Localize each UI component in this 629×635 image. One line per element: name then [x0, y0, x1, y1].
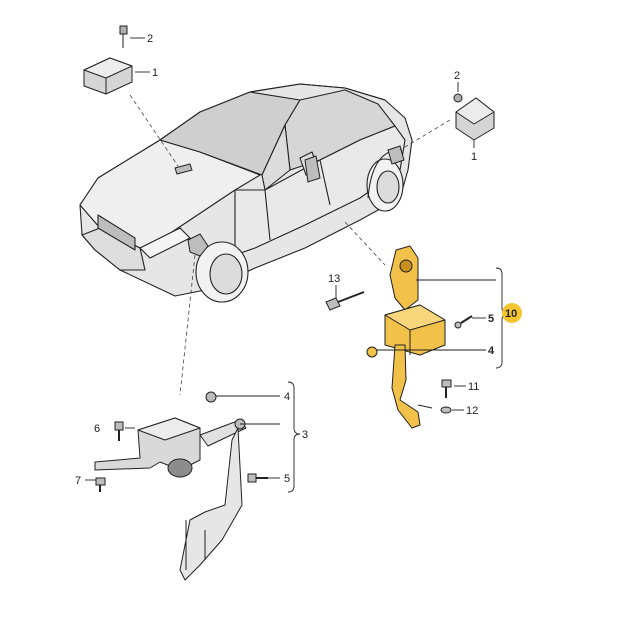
callout-1-right: 1 — [471, 151, 477, 163]
callout-5-upper: 5 — [488, 313, 494, 325]
callout-7: 7 — [75, 475, 81, 487]
level-sensor-highlighted — [384, 245, 446, 429]
callout-3: 3 — [302, 429, 308, 441]
callout-2-right: 2 — [454, 70, 460, 82]
bolt-7 — [95, 477, 106, 492]
callout-10-badge: 10 — [502, 303, 522, 323]
callout-12: 12 — [466, 405, 478, 417]
callout-13: 13 — [328, 273, 340, 285]
callout-10: 10 — [505, 308, 517, 320]
callout-2-top-left: 2 — [147, 33, 153, 45]
car-illustration — [79, 83, 413, 303]
car-sensor-marks — [174, 145, 405, 257]
washer-12 — [440, 406, 452, 414]
level-sensor-lower-left — [94, 417, 247, 581]
bolt-11 — [441, 379, 452, 398]
callout-1-top-left: 1 — [152, 67, 158, 79]
callout-4-upper: 4 — [488, 345, 495, 357]
bolt-6 — [114, 421, 124, 441]
callout-6: 6 — [94, 423, 100, 435]
bolt-13 — [325, 291, 365, 311]
callout-11: 11 — [468, 381, 479, 393]
callout-5-lower: 5 — [284, 473, 290, 485]
control-unit-right — [453, 93, 495, 141]
callout-4-lower: 4 — [284, 391, 290, 403]
leader-lines — [85, 37, 509, 493]
callout-labels: 2 1 2 1 13 5 10 4 11 12 4 3 6 7 5 — [75, 33, 522, 487]
screw-5-lower — [247, 473, 268, 483]
nut-4-upper — [366, 346, 378, 358]
control-unit-top-left — [83, 25, 133, 95]
nut-4-lower — [205, 391, 217, 403]
screw-5-upper — [454, 315, 473, 329]
dashed-leaders — [129, 94, 451, 396]
